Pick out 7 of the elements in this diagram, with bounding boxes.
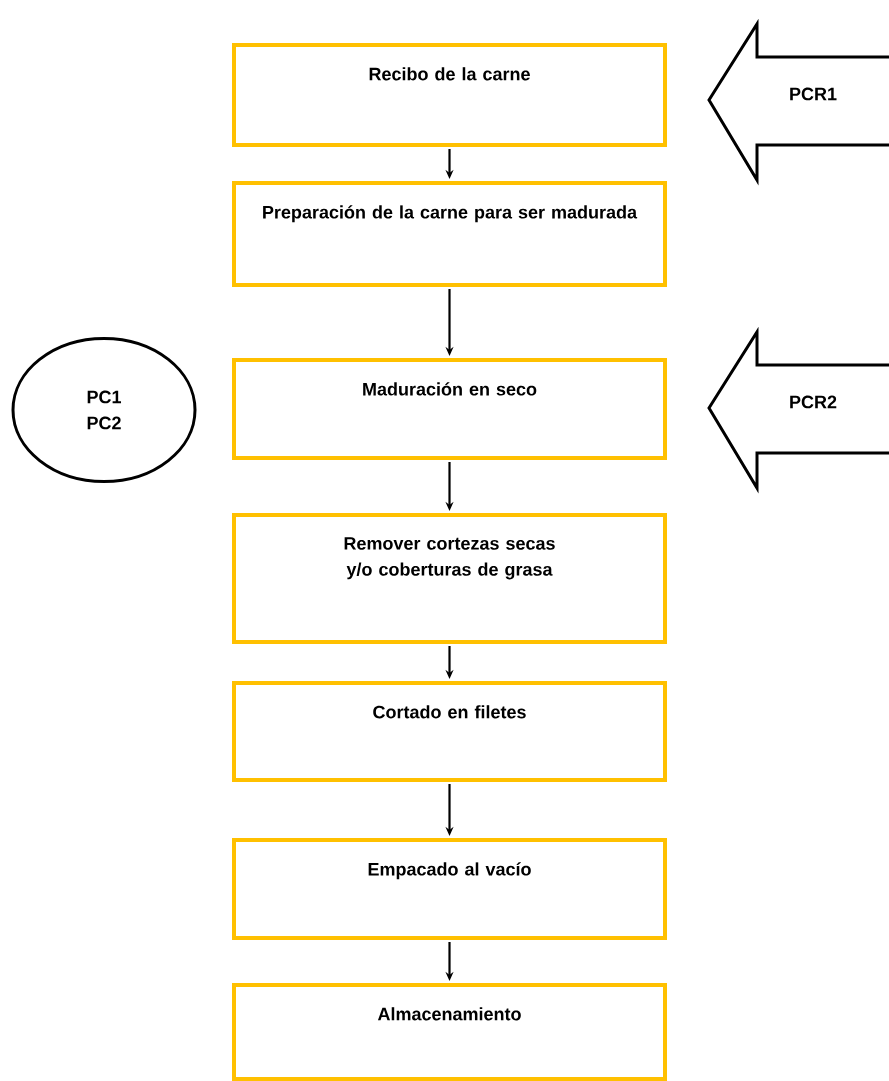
process-box: Preparación de la carne para ser madurada	[232, 181, 667, 287]
process-box: Cortado en filetes	[232, 681, 667, 782]
process-box: Almacenamiento	[232, 983, 667, 1081]
process-box: Remover cortezas secas y/o coberturas de grasa	[232, 513, 667, 644]
process-box: Maduración en seco	[232, 358, 667, 460]
process-box: Empacado al vacío	[232, 838, 667, 940]
process-box: Recibo de la carne	[232, 43, 667, 147]
